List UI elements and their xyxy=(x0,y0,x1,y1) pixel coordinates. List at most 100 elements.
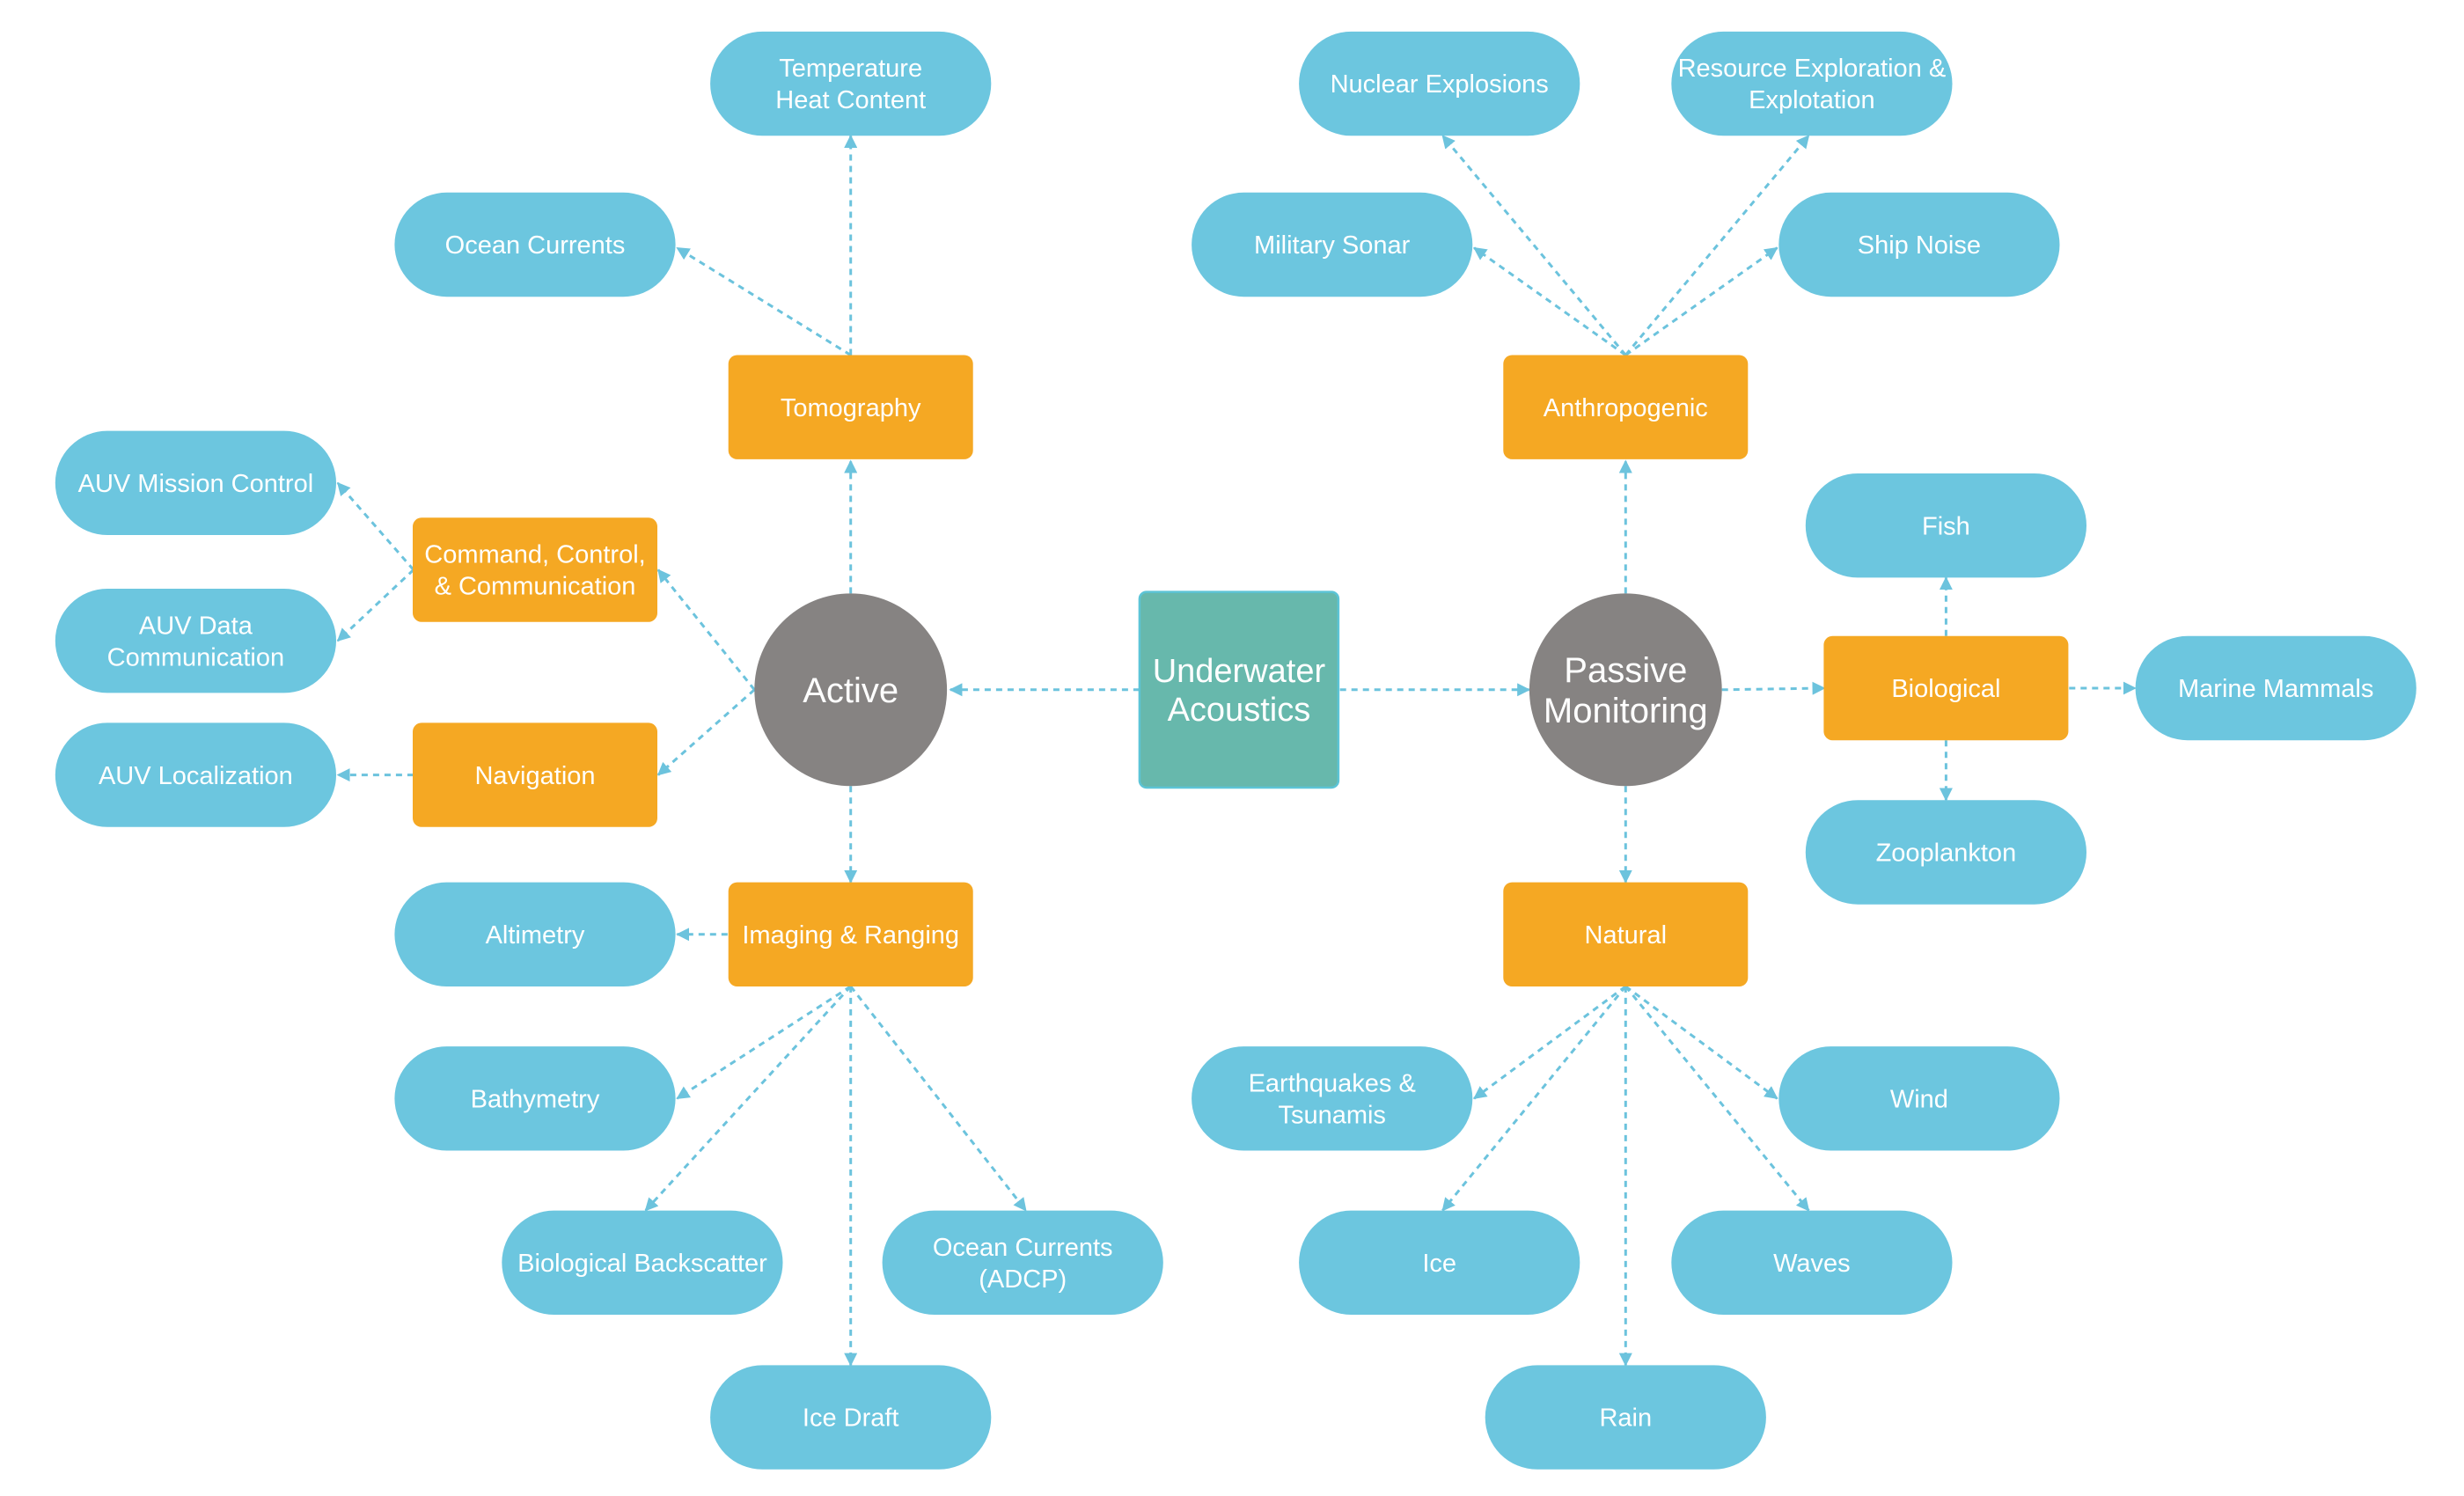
leaf-shape-ocean-currents xyxy=(394,192,676,297)
label-line: Nuclear Explosions xyxy=(1331,70,1549,99)
leaf-node-fish: Fish xyxy=(1805,473,2086,578)
label-line: Imaging & Ranging xyxy=(742,921,959,950)
leaf-label-earthquakes: Earthquakes &Tsunamis xyxy=(1249,1069,1416,1129)
leaf-shape-earthquakes xyxy=(1192,1046,1473,1151)
label-line: Tsunamis xyxy=(1278,1101,1386,1129)
label-line: AUV Data xyxy=(139,612,253,640)
category-shape-natural xyxy=(1503,882,1749,986)
category-label-anthropogenic: Anthropogenic xyxy=(1544,394,1708,422)
leaf-label-altimetry: Altimetry xyxy=(486,921,585,950)
leaf-shape-waves xyxy=(1671,1210,1953,1315)
leaf-node-bathymetry: Bathymetry xyxy=(394,1046,676,1151)
category-node-c3: Command, Control,& Communication xyxy=(413,517,657,622)
label-line: Acoustics xyxy=(1168,692,1311,729)
category-shape-navigation xyxy=(413,722,657,827)
leaf-node-altimetry: Altimetry xyxy=(394,882,676,986)
leaf-label-nuclear: Nuclear Explosions xyxy=(1331,70,1549,99)
leaf-label-fish: Fish xyxy=(1922,512,1970,540)
leaf-label-zooplankton: Zooplankton xyxy=(1876,840,2017,868)
leaf-label-auv-localization: AUV Localization xyxy=(99,762,293,790)
connector-anthropogenic-to-ship-noise xyxy=(1624,246,1778,356)
label-line: (ADCP) xyxy=(979,1265,1067,1294)
label-line: Rain xyxy=(1599,1404,1652,1433)
connector-natural-to-wind xyxy=(1624,985,1778,1100)
leaf-label-auv-mission: AUV Mission Control xyxy=(78,470,314,498)
category-shape-biological xyxy=(1823,635,2069,741)
connector-c3-to-auv-mission xyxy=(336,481,415,571)
category-node-imaging: Imaging & Ranging xyxy=(728,882,973,986)
label-line: Altimetry xyxy=(486,921,585,950)
leaf-label-ice-draft: Ice Draft xyxy=(803,1404,899,1433)
leaf-node-auv-mission: AUV Mission Control xyxy=(55,430,337,535)
leaf-label-ocean-currents: Ocean Currents xyxy=(445,231,626,260)
label-line: Ship Noise xyxy=(1858,231,1981,260)
leaf-node-marine-mammals: Marine Mammals xyxy=(2135,635,2416,741)
leaf-node-auv-localization: AUV Localization xyxy=(55,722,337,827)
leaf-shape-nuclear xyxy=(1299,31,1580,136)
leaf-shape-ocean-currents-adcp xyxy=(882,1210,1163,1315)
label-line: Active xyxy=(803,671,898,710)
connector-passive-to-biological xyxy=(1721,681,1826,695)
leaf-shape-resource xyxy=(1671,31,1953,136)
label-line: Communication xyxy=(107,643,284,671)
label-line: Bathymetry xyxy=(471,1085,600,1113)
label-line: Underwater xyxy=(1153,653,1326,690)
leaf-shape-fish xyxy=(1805,473,2086,578)
connector-anthropogenic-to-military-sonar xyxy=(1473,246,1627,356)
category-label-tomography: Tomography xyxy=(781,394,921,422)
category-label-natural: Natural xyxy=(1585,921,1668,950)
leaf-shape-auv-data xyxy=(55,589,337,693)
leaf-shape-ice-draft xyxy=(710,1365,992,1470)
label-line: Natural xyxy=(1585,921,1668,950)
leaf-shape-zooplankton xyxy=(1805,800,2086,905)
leaf-node-earthquakes: Earthquakes &Tsunamis xyxy=(1192,1046,1473,1151)
category-shape-c3 xyxy=(413,517,657,622)
label-line: Zooplankton xyxy=(1876,840,2017,868)
leaf-label-resource: Resource Exploration & Explotation xyxy=(1678,55,1947,114)
category-node-biological: Biological xyxy=(1823,635,2069,741)
label-line: Passive xyxy=(1564,651,1687,690)
leaf-node-ship-noise: Ship Noise xyxy=(1778,192,2060,297)
root-shape-root xyxy=(1138,590,1340,789)
leaf-node-military-sonar: Military Sonar xyxy=(1192,192,1473,297)
leaf-label-bathymetry: Bathymetry xyxy=(471,1085,600,1113)
label-line: & Communication xyxy=(435,573,636,601)
leaf-shape-temperature xyxy=(710,31,992,136)
label-line: Heat Content xyxy=(775,86,926,114)
leaf-shape-altimetry xyxy=(394,882,676,986)
connector-imaging-to-bathymetry xyxy=(676,985,852,1100)
leaf-label-ship-noise: Ship Noise xyxy=(1858,231,1981,260)
label-line: Tomography xyxy=(781,394,921,422)
label-line: Ocean Currents xyxy=(933,1234,1113,1262)
leaf-label-wind: Wind xyxy=(1890,1085,1948,1113)
connector-c3-to-auv-data xyxy=(336,568,414,642)
category-label-c3: Command, Control,& Communication xyxy=(424,541,645,601)
leaf-node-ice-draft: Ice Draft xyxy=(710,1365,992,1470)
leaf-shape-military-sonar xyxy=(1192,192,1473,297)
label-line: Waves xyxy=(1773,1250,1851,1278)
leaf-shape-ice xyxy=(1299,1210,1580,1315)
leaf-shape-marine-mammals xyxy=(2135,635,2416,741)
connector-tomography-to-ocean-currents xyxy=(676,246,852,356)
leaf-node-rain: Rain xyxy=(1485,1365,1766,1470)
connector-anthropogenic-to-resource xyxy=(1624,135,1810,356)
label-line: Biological xyxy=(1891,675,2000,703)
label-line: Ocean Currents xyxy=(445,231,626,260)
hub-label-active: Active xyxy=(803,671,898,710)
label-line: Resource Exploration & xyxy=(1678,55,1947,83)
hub-shape-active xyxy=(754,593,948,787)
leaf-label-bio-backscatter: Biological Backscatter xyxy=(517,1250,767,1278)
label-line: Ice xyxy=(1422,1250,1456,1278)
label-line: Fish xyxy=(1922,512,1970,540)
label-line: Explotation xyxy=(1749,86,1875,114)
leaf-label-marine-mammals: Marine Mammals xyxy=(2178,675,2373,703)
label-line: Monitoring xyxy=(1544,692,1708,730)
